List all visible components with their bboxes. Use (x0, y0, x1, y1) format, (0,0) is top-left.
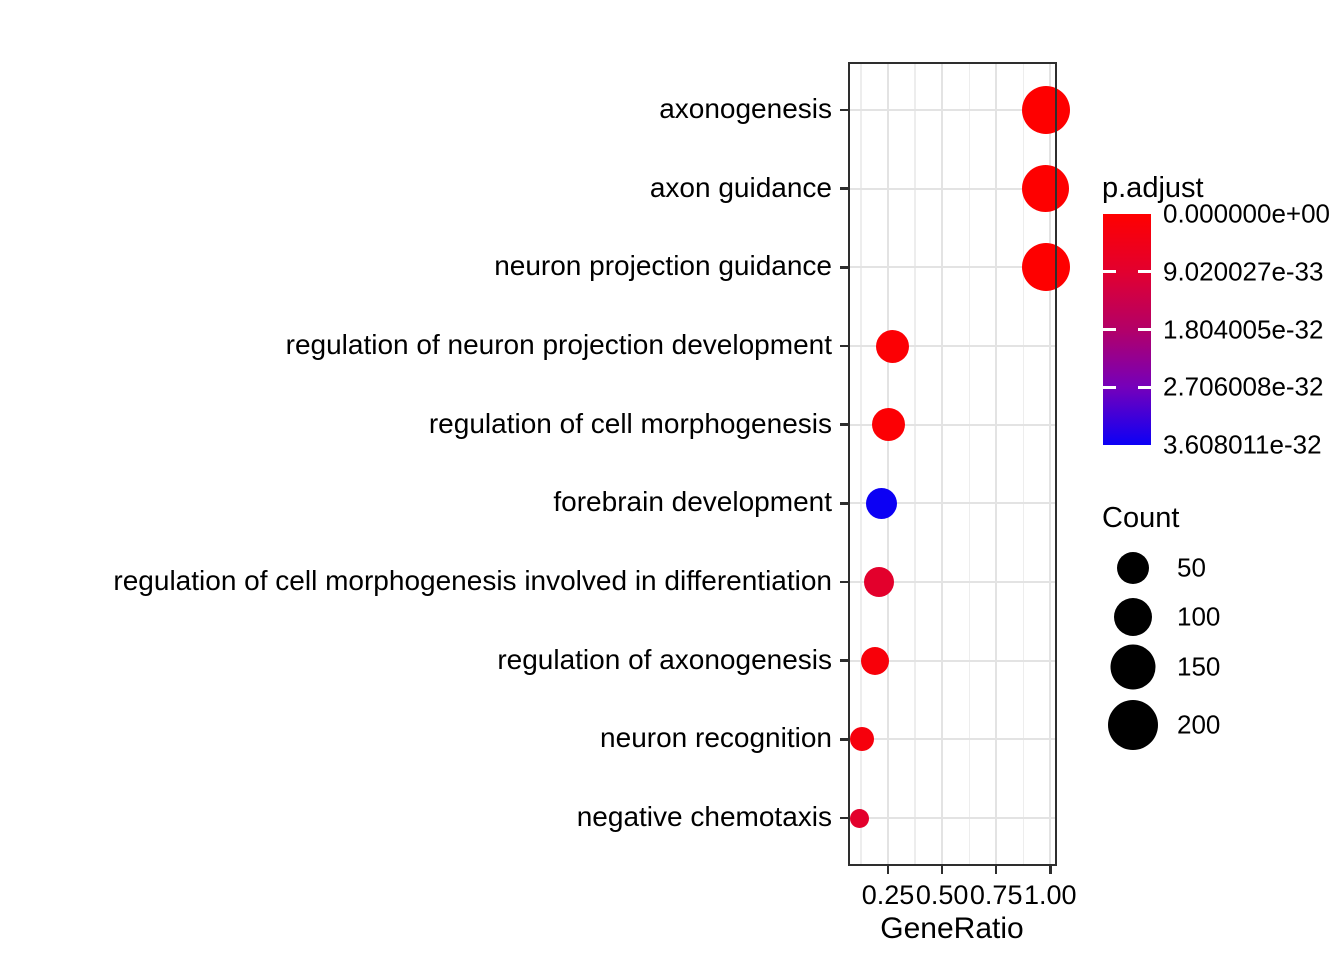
y-tick (840, 266, 848, 269)
x-tick-label: 0.75 (969, 880, 1023, 910)
x-tick (940, 866, 944, 874)
y-axis-label: regulation of cell morphogenesis (428, 407, 832, 439)
grid-major-y (848, 581, 1057, 583)
grid-major-y (848, 659, 1057, 662)
y-axis-label: axonogenesis (659, 92, 832, 124)
data-dot (864, 567, 895, 597)
y-tick (840, 108, 848, 112)
colorbar-tick-label: 2.706008e-32 (1163, 371, 1324, 402)
grid-major-y (848, 109, 1057, 111)
data-dot (861, 646, 890, 675)
size-legend-dot (1114, 598, 1152, 636)
data-dot (1021, 86, 1070, 134)
x-axis-title: GeneRatio (880, 912, 1024, 945)
y-axis-label: regulation of axonogenesis (497, 643, 832, 675)
y-tick (840, 738, 848, 741)
grid-major-y (848, 423, 1057, 426)
size-legend-label: 50 (1177, 552, 1206, 583)
y-tick (840, 659, 848, 662)
y-tick (840, 816, 848, 820)
grid-major-x (941, 62, 944, 866)
x-tick-label: 0.50 (915, 880, 969, 910)
x-tick (994, 866, 998, 874)
y-tick (840, 580, 848, 584)
grid-minor-x (860, 62, 862, 866)
grid-major-y (848, 738, 1057, 741)
grid-major-y (848, 345, 1057, 347)
data-dot (866, 487, 897, 519)
color-legend-title: p.adjust (1102, 172, 1204, 204)
x-tick (886, 866, 890, 874)
grid-major-y (848, 187, 1057, 190)
y-tick (840, 423, 848, 426)
grid-major-y (848, 817, 1057, 819)
colorbar-notch (1138, 328, 1151, 331)
data-dot (875, 329, 909, 363)
y-axis-label: regulation of cell morphogenesis involve… (113, 564, 832, 596)
y-axis-label: regulation of neuron projection developm… (285, 328, 832, 360)
colorbar-notch (1103, 385, 1116, 389)
colorbar-tick-label: 0.000000e+00 (1163, 198, 1331, 229)
y-axis-label: forebrain development (553, 486, 832, 518)
colorbar-tick-label: 9.020027e-33 (1163, 256, 1324, 287)
colorbar-notch (1138, 385, 1151, 389)
x-tick-label: 0.25 (861, 880, 915, 910)
colorbar-notch (1103, 328, 1116, 331)
grid-major-y (848, 502, 1057, 505)
y-tick (840, 344, 848, 348)
data-dot (1022, 165, 1070, 213)
colorbar-tick-label: 1.804005e-32 (1163, 314, 1324, 344)
grid-major-x (1049, 62, 1052, 866)
size-legend-dot (1108, 700, 1158, 750)
y-axis-label: axon guidance (649, 171, 832, 203)
colorbar-notch (1103, 270, 1116, 274)
size-legend-label: 150 (1177, 651, 1221, 682)
data-dot (850, 727, 875, 752)
size-legend-label: 100 (1177, 601, 1221, 632)
size-legend-title: Count (1102, 502, 1180, 534)
plot-panel (848, 62, 1070, 866)
x-tick-label: 1.00 (1024, 880, 1077, 910)
colorbar-tick-label: 3.608011e-32 (1163, 429, 1322, 460)
size-legend-label: 200 (1177, 709, 1221, 740)
y-axis-label: negative chemotaxis (576, 800, 832, 832)
grid-major-x (995, 62, 998, 866)
grid-minor-x (914, 62, 916, 866)
size-legend-dot (1110, 644, 1156, 690)
y-axis-label: neuron projection guidance (494, 250, 832, 282)
grid-major-y (848, 266, 1057, 269)
y-axis-label: neuron recognition (600, 722, 832, 754)
data-dot (1021, 243, 1070, 292)
x-tick (1049, 866, 1052, 874)
y-tick (840, 187, 848, 190)
data-dot (850, 808, 870, 828)
grid-minor-x (1022, 62, 1024, 866)
size-legend-dot (1117, 552, 1149, 584)
grid-major-x (887, 62, 889, 866)
y-tick (840, 502, 848, 505)
colorbar-notch (1138, 270, 1151, 274)
data-dot (871, 408, 905, 442)
grid-minor-x (968, 62, 970, 866)
